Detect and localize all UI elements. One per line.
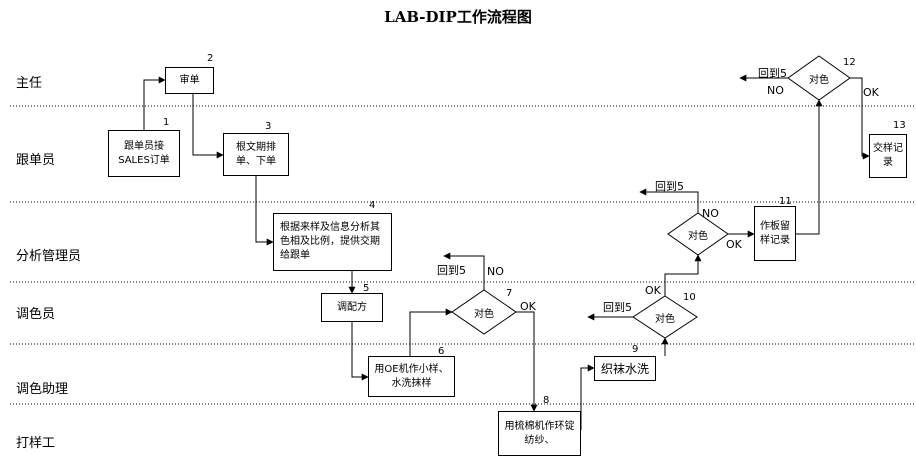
lane-label-director: 主任 [16, 76, 43, 91]
connector-6-7 [409, 308, 453, 356]
step-number-8: 8 [543, 395, 550, 406]
step-box-4: 根据来样及信息分析其色相及比例，提供交期给跟单 [273, 213, 392, 271]
lane-label-sample-worker: 打样工 [16, 436, 56, 451]
connector-2-3 [192, 94, 224, 159]
connector-7-8 [516, 311, 538, 412]
step-number-13: 13 [893, 120, 906, 131]
decision-text-mid: 对色 [688, 231, 708, 242]
label-back-to-5: 回到5 [655, 180, 684, 193]
step-box-5: 调配方 [321, 293, 383, 322]
label-no: NO [702, 207, 719, 220]
connector-1-2 [143, 76, 166, 130]
step-box-1: 跟单员接SALES订单 [108, 130, 180, 177]
label-back-to-5: 回到5 [437, 264, 466, 277]
connector-7-no [443, 252, 485, 290]
lane-label-colorist: 调色员 [16, 307, 56, 322]
step-number-1: 1 [163, 117, 170, 128]
diagram-title: LAB-DIP工作流程图 [384, 8, 532, 26]
label-ok: OK [863, 86, 879, 99]
step-number-6: 6 [438, 346, 445, 357]
label-back-to-5: 回到5 [603, 301, 632, 314]
step-box-6: 用OE机作小样、水洗抹样 [368, 356, 455, 397]
step-number-7: 7 [506, 288, 513, 299]
lane-label-analysis-manager: 分析管理员 [16, 249, 82, 264]
step-number-12: 12 [843, 57, 856, 68]
connector-12-13 [850, 77, 870, 160]
step-box-9: 织袜水洗 [594, 356, 656, 381]
step-box-8: 用梳棉机作环锭纺纱、 [498, 411, 581, 456]
step-number-4: 4 [369, 200, 376, 211]
step-number-11: 11 [779, 196, 792, 207]
decision-diamond-7 [451, 289, 517, 335]
connector-11-12 [796, 99, 823, 235]
label-no: NO [487, 265, 504, 278]
step-box-3: 根文期排单、下单 [223, 133, 289, 176]
label-ok: OK [726, 238, 742, 251]
label-ok: OK [645, 284, 661, 297]
step-number-9: 9 [632, 344, 639, 355]
label-ok: OK [520, 300, 536, 313]
step-number-3: 3 [265, 121, 272, 132]
step-box-2: 审单 [165, 67, 214, 94]
step-number-5: 5 [363, 283, 370, 294]
decision-text-12: 对色 [809, 75, 829, 86]
connector-8-9 [580, 364, 595, 430]
label-no: NO [767, 84, 784, 97]
connector-5-6 [351, 322, 369, 381]
connector-mid-no [639, 188, 699, 213]
label-back-to-5: 回到5 [758, 67, 787, 80]
lane-label-color-assistant: 调色助理 [16, 382, 69, 397]
decision-text-7: 对色 [474, 309, 494, 320]
connector-3-4 [255, 176, 274, 246]
decision-text-10: 对色 [655, 314, 675, 325]
step-number-2: 2 [207, 53, 214, 64]
connector-10-mid [664, 254, 702, 296]
step-box-11: 作板留样记录 [754, 206, 796, 261]
step-box-13: 交样记录 [869, 134, 907, 178]
lane-label-merchandiser: 跟单员 [16, 153, 56, 168]
step-number-10: 10 [683, 292, 696, 303]
